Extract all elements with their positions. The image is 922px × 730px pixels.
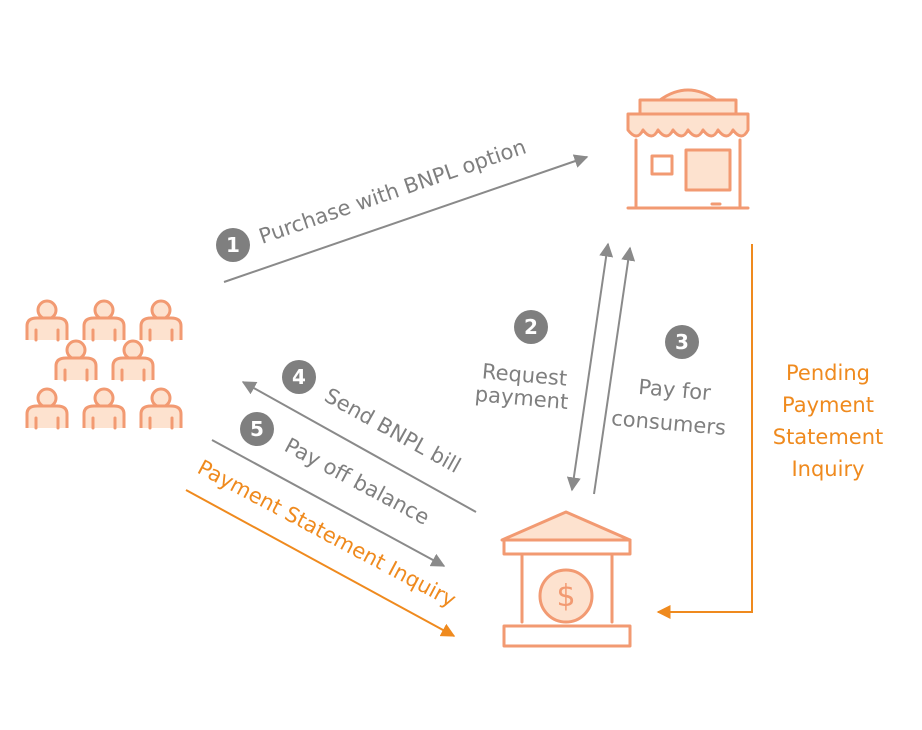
svg-text:3: 3 bbox=[675, 330, 689, 354]
step3-label-line1: Pay for bbox=[637, 375, 712, 405]
arrow-payment-statement-inquiry bbox=[185, 489, 456, 637]
step3-label-line2: consumers bbox=[610, 406, 727, 440]
step2-badge: 2 bbox=[514, 310, 548, 344]
pending-inquiry-line1: Pending bbox=[786, 361, 870, 385]
step5-badge: 5 bbox=[240, 412, 274, 446]
store-icon bbox=[626, 88, 750, 210]
arrow-step5 bbox=[211, 439, 446, 567]
arrow-step2 bbox=[566, 242, 614, 492]
pending-inquiry-line2: Payment bbox=[782, 393, 874, 417]
svg-text:1: 1 bbox=[226, 233, 240, 257]
svg-text:2: 2 bbox=[524, 315, 538, 339]
bank-dollar-icon: $ bbox=[500, 510, 632, 648]
svg-text:$: $ bbox=[556, 579, 575, 614]
arrow-step1 bbox=[223, 154, 589, 283]
arrow-pending-inquiry bbox=[656, 244, 753, 619]
arrow-step3 bbox=[593, 246, 636, 495]
step1-badge: 1 bbox=[216, 228, 250, 262]
pending-inquiry-line3: Statement bbox=[773, 425, 884, 449]
pending-inquiry-line4: Inquiry bbox=[791, 457, 864, 481]
svg-text:4: 4 bbox=[292, 365, 306, 389]
arrow-step4 bbox=[241, 381, 477, 513]
step4-badge: 4 bbox=[282, 360, 316, 394]
step3-badge: 3 bbox=[665, 325, 699, 359]
people-group-icon bbox=[25, 299, 183, 430]
svg-text:5: 5 bbox=[250, 417, 264, 441]
